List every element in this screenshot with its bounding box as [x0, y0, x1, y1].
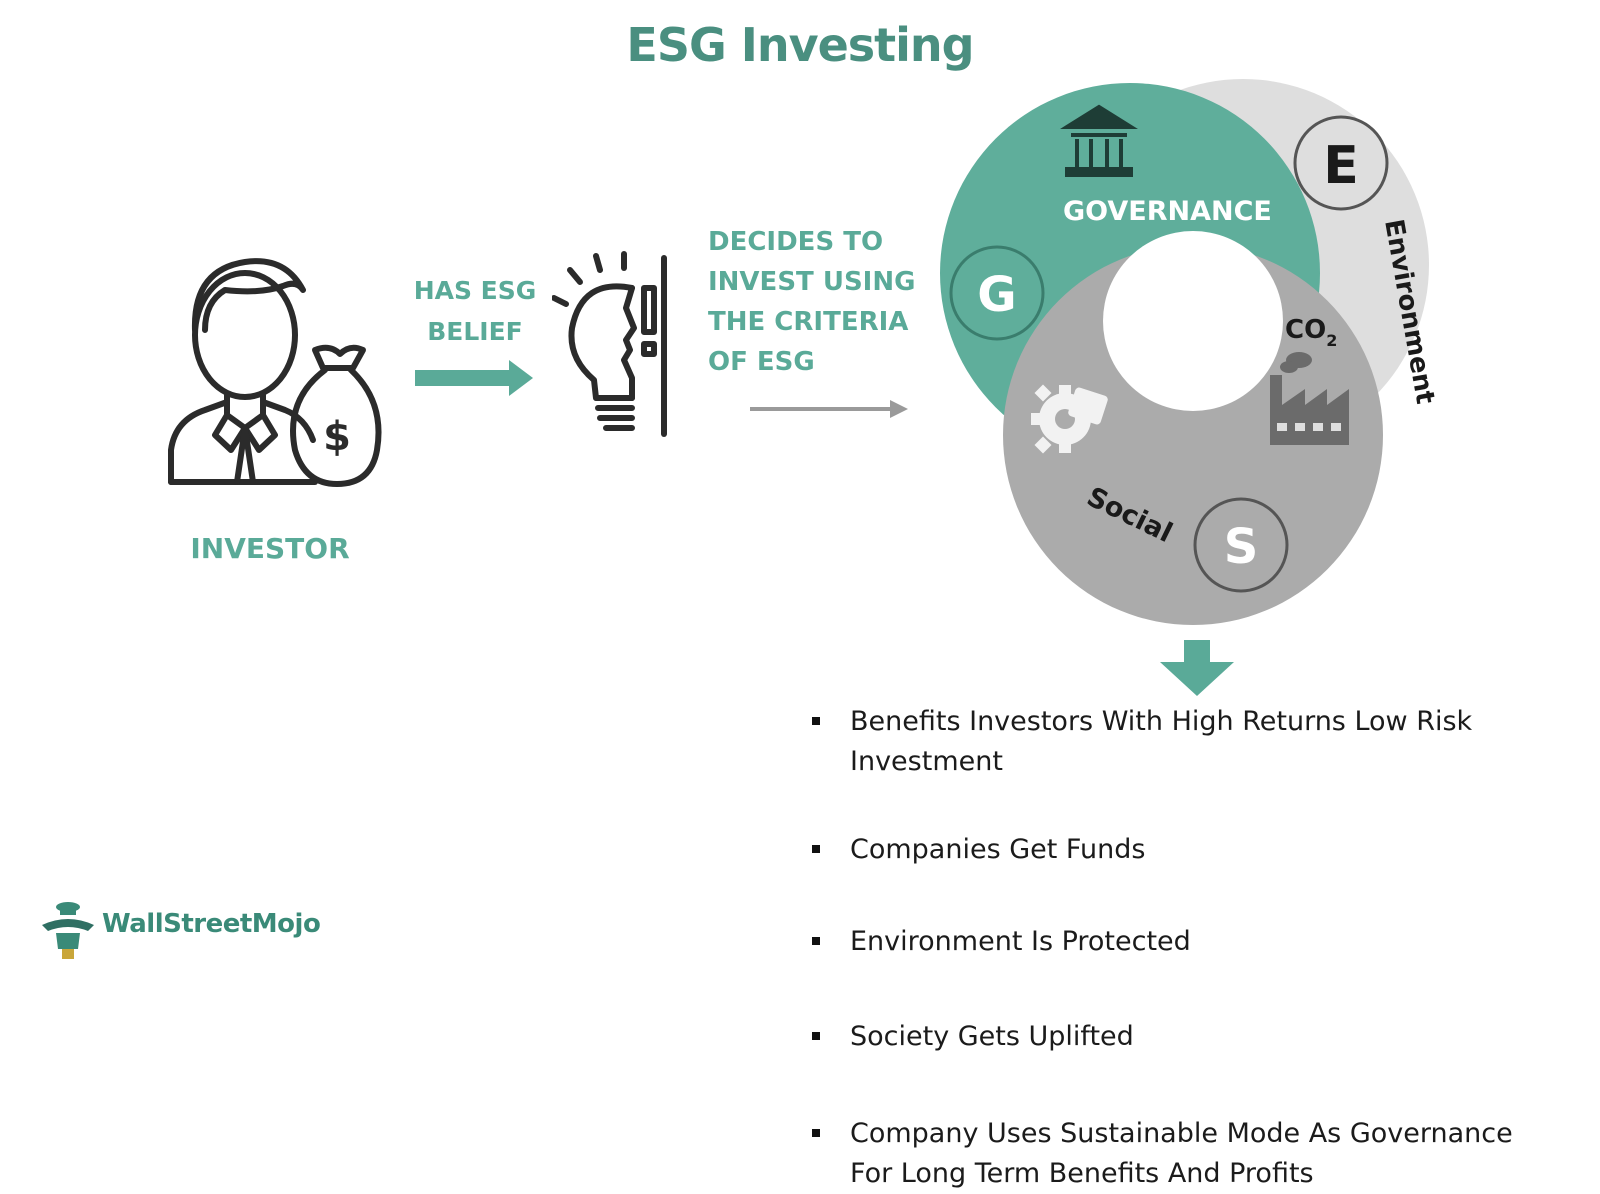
co2-label: CO2 [1285, 315, 1337, 350]
idea-head-icon [552, 251, 667, 437]
wallstreetmojo-logo: WallStreetMojo [38, 895, 338, 965]
decides-line-1: DECIDES TO [708, 227, 884, 257]
benefit-item: Society Gets Uplifted [812, 1017, 1592, 1057]
benefit-item: Company Uses Sustainable Mode As Governa… [812, 1114, 1530, 1194]
g-letter: G [977, 267, 1016, 323]
decides-label: DECIDES TO INVEST USING THE CRITERIA OF … [708, 222, 928, 382]
decides-line-3: THE CRITERIA [708, 307, 909, 337]
esg-rings-diagram: GOVERNANCE G E Environment CO2 Social S [940, 79, 1440, 625]
benefits-list: Benefits Investors With High Returns Low… [812, 702, 1592, 1189]
belief-label: HAS ESG BELIEF [400, 270, 550, 352]
belief-line-2: BELIEF [427, 317, 523, 346]
page-title: ESG Investing [626, 18, 974, 72]
g-badge [949, 245, 1045, 341]
bank-icon [1060, 104, 1138, 177]
factory-icon [1270, 352, 1349, 445]
investor-label: INVESTOR [190, 532, 350, 565]
belief-line-1: HAS ESG [413, 276, 537, 305]
social-ring [1003, 245, 1383, 625]
s-badge [1193, 497, 1289, 593]
logo-mark-icon [42, 902, 94, 959]
arrow-right-icon [415, 360, 533, 396]
dollar-sign-icon: $ [323, 414, 351, 460]
arrow-down-icon [1160, 640, 1234, 696]
decides-line-2: INVEST USING [708, 267, 916, 297]
benefit-item: Companies Get Funds [812, 830, 1592, 870]
s-letter: S [1224, 519, 1259, 575]
decides-line-4: OF ESG [708, 347, 815, 377]
e-letter: E [1323, 136, 1359, 196]
governance-label: GOVERNANCE [1063, 196, 1272, 227]
investor-icon: $ [168, 258, 382, 487]
logo-text: WallStreetMojo [102, 909, 321, 939]
arrow-right-gray-icon [750, 400, 908, 418]
benefit-item: Environment Is Protected [812, 922, 1592, 962]
benefit-item: Benefits Investors With High Returns Low… [812, 702, 1592, 782]
e-badge [1293, 115, 1389, 211]
